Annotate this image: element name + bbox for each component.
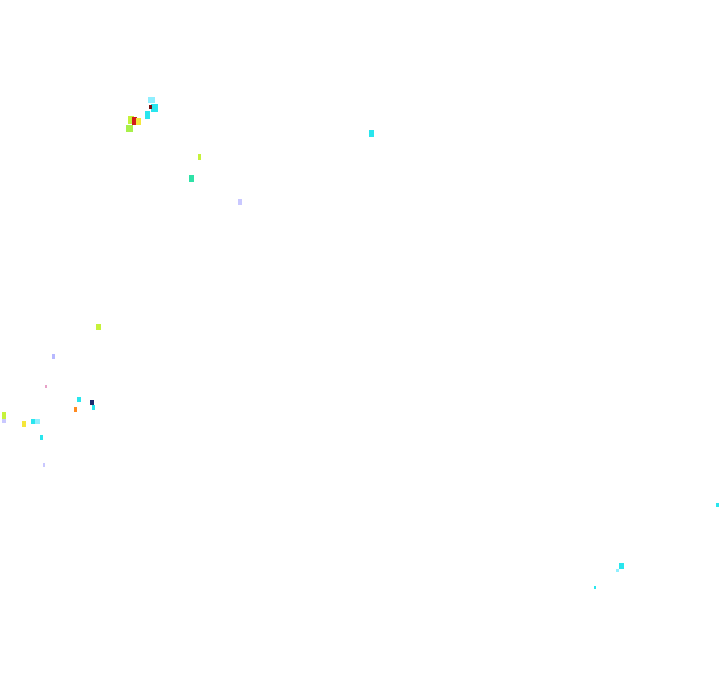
artifact-fragment: [132, 117, 137, 125]
artifact-fragment: [31, 419, 35, 424]
artifact-fragment: [148, 97, 155, 103]
artifact-fragment: [40, 435, 43, 440]
artifact-fragment: [198, 154, 201, 160]
artifact-fragment: [52, 354, 55, 359]
artifact-fragment: [136, 118, 141, 125]
artifact-fragment: [96, 324, 101, 330]
artifact-fragment: [92, 405, 95, 410]
artifact-fragment: [35, 419, 40, 424]
artifact-fragment: [2, 419, 6, 423]
artifact-fragment: [77, 397, 81, 402]
artifact-fragment: [128, 116, 134, 124]
artifact-fragment: [716, 503, 719, 507]
artifact-fragment: [43, 463, 45, 467]
artifact-fragment: [22, 421, 26, 427]
artifact-fragment: [151, 104, 158, 112]
artifact-fragment: [45, 385, 47, 388]
artifact-fragment: [238, 199, 242, 205]
artifact-fragment: [126, 125, 133, 132]
artifact-fragment: [369, 130, 374, 137]
artifact-fragment: [189, 175, 194, 182]
artifact-fragment: [74, 407, 77, 412]
artifact-fragment: [149, 105, 152, 109]
artifact-fragment: [619, 563, 624, 569]
artifact-fragment: [594, 586, 596, 589]
artifact-fragment: [90, 400, 94, 405]
artifact-fragment: [145, 111, 150, 119]
artifact-fragment: [2, 412, 6, 419]
artifact-fragment: [616, 569, 619, 572]
